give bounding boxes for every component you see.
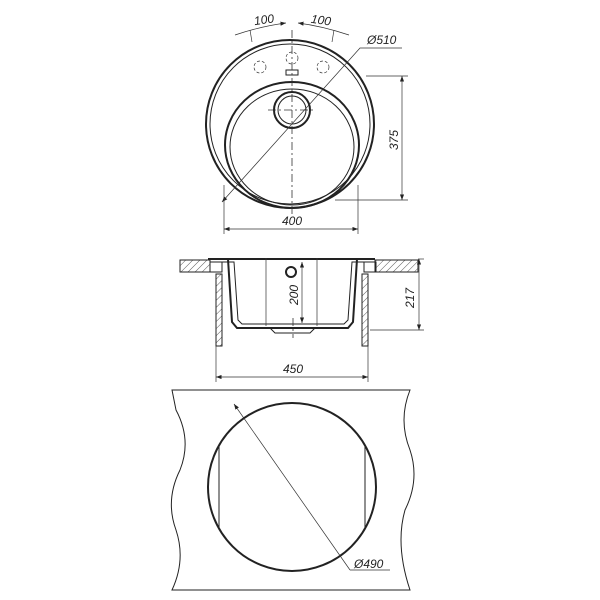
dim-hole-spacing-right: 100 <box>310 12 332 29</box>
cutout-circle <box>207 402 377 572</box>
dim-cutout-diameter: Ø490 <box>353 557 384 571</box>
sink-rim-inner <box>209 43 371 205</box>
faucet-hole-right <box>316 60 330 74</box>
dim-hole-spacing-left: 100 <box>253 11 275 28</box>
faucet-hole-left <box>253 60 267 74</box>
overflow-hole <box>285 266 297 278</box>
dim-width: 400 <box>282 214 302 228</box>
dim-outer-diameter: Ø510 <box>366 33 397 47</box>
dim-overall-height: 217 <box>403 287 417 309</box>
dim-depth: 375 <box>387 130 401 150</box>
cutout-view: Ø490 <box>170 389 415 591</box>
top-view: 100 100 Ø510 400 375 <box>205 11 408 234</box>
section-view: 200 217 450 <box>179 258 424 382</box>
dim-cutout-width: 450 <box>283 362 303 376</box>
dim-bowl-depth: 200 <box>287 285 301 306</box>
